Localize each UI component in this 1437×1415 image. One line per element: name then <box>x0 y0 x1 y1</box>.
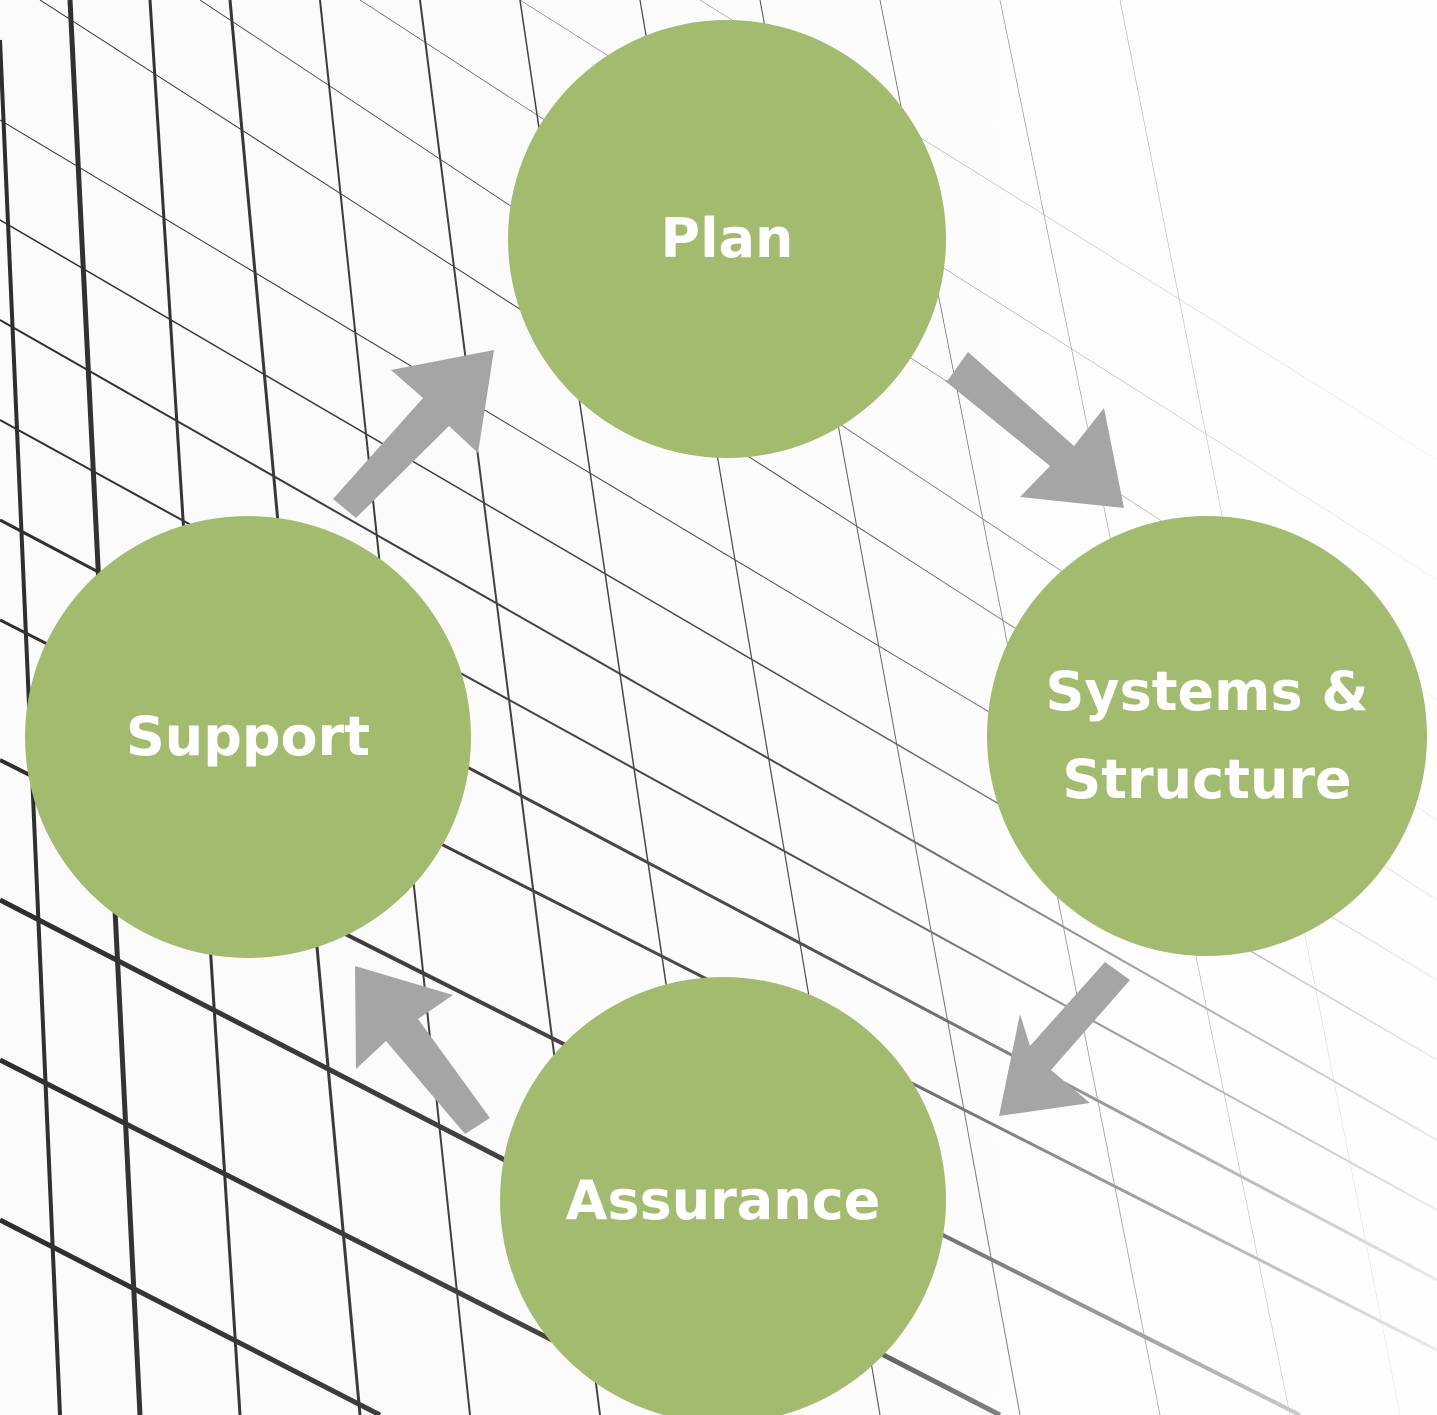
node-systems-structure: Systems & Structure <box>987 516 1427 956</box>
node-support-label: Support <box>125 705 371 768</box>
node-systems-structure-label: Systems & Structure <box>1045 660 1369 811</box>
node-plan: Plan <box>508 20 946 458</box>
node-assurance: Assurance <box>500 977 946 1415</box>
node-assurance-label: Assurance <box>565 1169 881 1232</box>
node-plan-label: Plan <box>660 207 794 270</box>
node-support: Support <box>25 516 471 958</box>
